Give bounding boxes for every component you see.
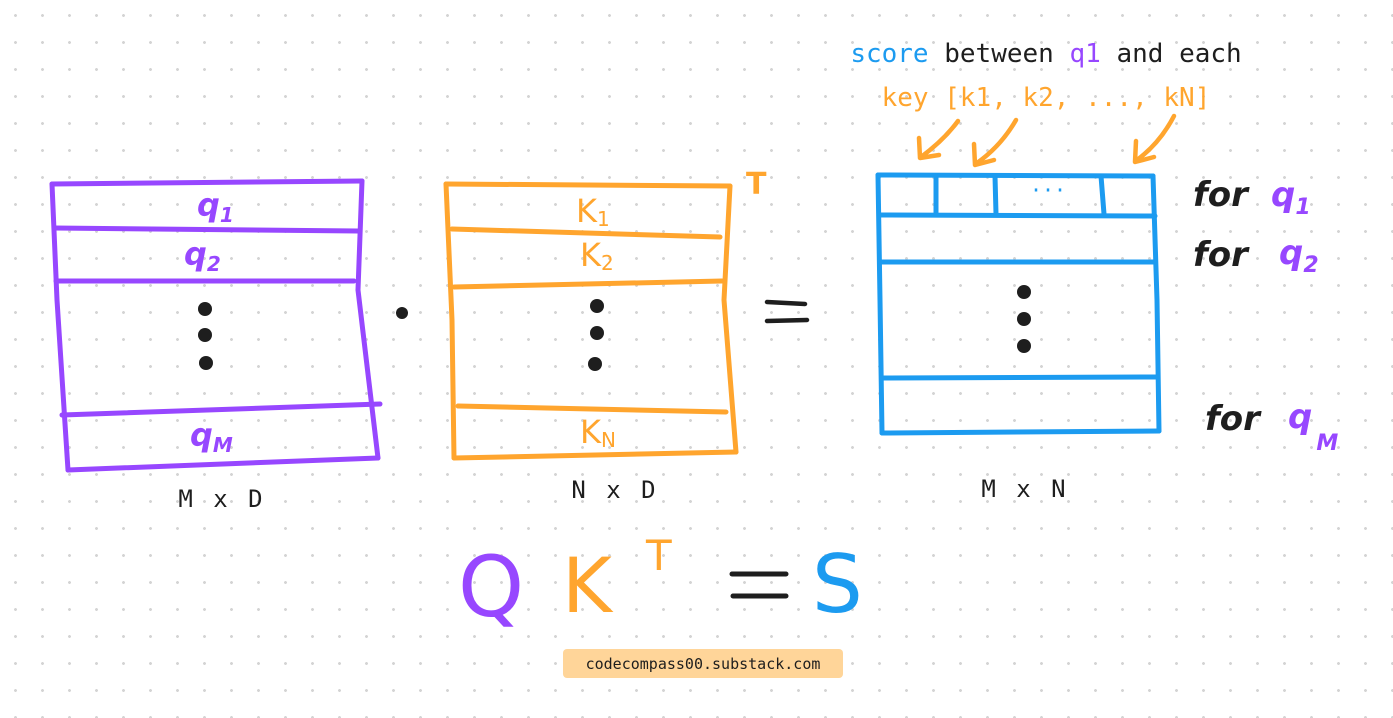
arrow-2-head xyxy=(971,141,997,168)
matrix-s-col-line-3 xyxy=(1098,173,1107,217)
matrix-q-bottom xyxy=(65,455,381,473)
matrix-s-col-line-2 xyxy=(992,173,999,217)
matrix-k xyxy=(443,181,739,461)
matrix-s-dot-3 xyxy=(1017,339,1031,353)
matrix-s-bottom xyxy=(879,428,1162,436)
row-label-2-q: q2 xyxy=(1279,233,1319,278)
matrix-k-row-n-sub: N xyxy=(601,428,616,452)
matrix-s-dot-1 xyxy=(1017,285,1031,299)
matrix-k-left xyxy=(443,181,457,461)
arrow-1-head xyxy=(916,135,942,161)
row-label-1-for: for xyxy=(1193,175,1250,215)
equals-operator xyxy=(764,299,810,324)
matrix-s xyxy=(875,172,1162,436)
matrix-q-top xyxy=(49,178,365,187)
matrix-s-row-line-1 xyxy=(877,212,1158,219)
footer-badge: codecompass00.substack.com xyxy=(563,649,843,678)
matrix-q-row-1: q1 xyxy=(197,186,234,227)
row-label-m-q: qM xyxy=(1288,397,1338,456)
matrix-k-dot-2 xyxy=(590,326,604,340)
row-label-2-for: for xyxy=(1193,235,1250,275)
matrix-q xyxy=(49,178,383,473)
equation-q: Q xyxy=(458,538,524,636)
matrix-s-dims: M x N xyxy=(981,475,1068,503)
matrix-s-cell-ellipsis: ··· xyxy=(1030,178,1066,202)
matrix-k-dims: N x D xyxy=(571,476,658,504)
dot-operator xyxy=(396,307,408,319)
matrix-k-dot-1 xyxy=(590,299,604,313)
arrow-3 xyxy=(1134,113,1177,163)
row-label-1-q: q1 xyxy=(1271,175,1311,220)
equation-t: T xyxy=(645,531,672,580)
matrix-q-row-2-sub: 2 xyxy=(207,252,221,276)
matrix-q-row-line-3 xyxy=(59,401,383,418)
matrix-q-row-m-sub: M xyxy=(213,433,233,457)
row-label-1-q-letter: q xyxy=(1271,175,1295,215)
row-label-m-for: for xyxy=(1205,399,1262,439)
caption-between-word: between xyxy=(944,39,1054,69)
matrix-k-right xyxy=(721,183,739,455)
matrix-q-dims: M x D xyxy=(178,485,265,513)
equals-bar-bottom xyxy=(764,317,810,324)
matrix-k-ellipsis xyxy=(588,299,604,371)
row-label-2: for q2 xyxy=(1193,233,1319,278)
matrix-q-right xyxy=(355,178,381,461)
matrix-k-row-line-1 xyxy=(449,226,723,240)
matrix-q-row-2: q2 xyxy=(184,235,221,276)
equation-equals xyxy=(729,571,789,599)
row-label-1-q-sub: 1 xyxy=(1295,195,1310,220)
matrix-s-ellipsis xyxy=(1017,285,1031,353)
caption-score-word: score xyxy=(850,39,928,69)
caption-q1-word: q1 xyxy=(1069,39,1100,69)
matrix-s-row-line-3 xyxy=(879,374,1160,381)
caption-line-2: key [k1, k2, ..., kN] xyxy=(882,83,1211,113)
matrix-k-row-line-3 xyxy=(455,403,729,415)
row-label-m-q-letter: q xyxy=(1288,397,1312,437)
caption-line-1: score between q1 and each xyxy=(850,39,1241,69)
row-label-2-q-letter: q xyxy=(1279,233,1303,273)
caption-arrows xyxy=(916,113,1177,168)
row-label-m-q-sub: M xyxy=(1316,431,1338,456)
matrix-k-row-2-sub: 2 xyxy=(601,251,614,275)
arrow-3-head xyxy=(1132,138,1157,165)
equals-bar-top xyxy=(764,299,808,307)
caption-and-each: and each xyxy=(1116,39,1241,69)
matrix-k-row-line-2 xyxy=(451,278,725,290)
matrix-k-row-1: K1 xyxy=(576,192,610,231)
row-label-1: for q1 xyxy=(1193,175,1311,220)
equation-k: K xyxy=(562,541,614,630)
matrix-q-dot-3 xyxy=(199,356,213,370)
footer-link-text: codecompass00.substack.com xyxy=(585,654,821,673)
matrix-k-row-1-sub: 1 xyxy=(597,207,610,231)
matrix-s-top xyxy=(875,172,1156,179)
matrix-s-dot-2 xyxy=(1017,312,1031,326)
matrix-k-dot-3 xyxy=(588,357,602,371)
matrix-q-dot-2 xyxy=(198,328,212,342)
matrix-k-bottom xyxy=(451,449,739,461)
matrix-q-row-line-1 xyxy=(51,225,361,234)
matrix-k-row-2: K2 xyxy=(580,236,614,275)
matrix-q-row-1-sub: 1 xyxy=(220,203,234,227)
matrix-k-row-n: KN xyxy=(580,413,616,452)
arrow-2 xyxy=(974,117,1019,166)
equation-s: S xyxy=(812,538,863,631)
matrix-q-ellipsis xyxy=(198,302,213,370)
matrix-q-dot-1 xyxy=(198,302,212,316)
arrow-1 xyxy=(918,118,961,160)
row-label-m: for qM xyxy=(1205,397,1338,456)
matrix-q-row-m: qM xyxy=(190,416,233,457)
row-label-2-q-sub: 2 xyxy=(1303,253,1318,278)
matrix-k-top xyxy=(443,181,733,189)
matrix-k-transpose: T xyxy=(746,167,767,202)
